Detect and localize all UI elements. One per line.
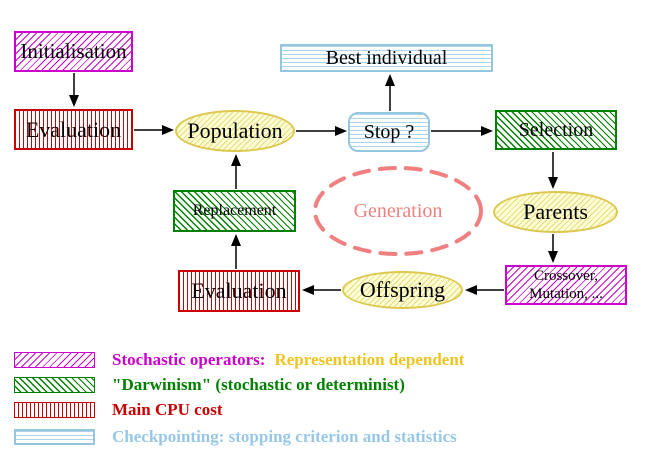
node-parents-label: Parents bbox=[523, 199, 588, 224]
legend-label-checkpointing: Checkpointing: stopping criterion and st… bbox=[112, 427, 457, 446]
node-replacement-label: Replacement bbox=[192, 202, 277, 219]
legend-label-darwinism: "Darwinism" (stochastic or determinist) bbox=[112, 375, 405, 394]
node-replacement: Replacement bbox=[173, 190, 296, 232]
node-population-label: Population bbox=[187, 118, 283, 143]
legend-label-representation-dependent: Representation dependent bbox=[274, 350, 465, 369]
node-best-individual: Best individual bbox=[280, 44, 493, 72]
crossover-line1: Crossover, bbox=[534, 268, 598, 284]
node-crossover-mutation-label: Crossover, Mutation, ... bbox=[529, 267, 603, 303]
node-initialisation-label: Initialisation bbox=[20, 39, 127, 63]
node-crossover-mutation: Crossover, Mutation, ... bbox=[505, 265, 627, 305]
node-stop-label: Stop ? bbox=[363, 120, 415, 143]
node-selection: Selection bbox=[495, 110, 617, 150]
node-evaluation-bottom: Evaluation bbox=[178, 270, 300, 312]
crossover-line2: Mutation, ... bbox=[529, 286, 603, 302]
node-evaluation-bottom-label: Evaluation bbox=[191, 278, 287, 303]
node-evaluation-top-label: Evaluation bbox=[25, 116, 122, 142]
legend-label-main-cpu-cost: Main CPU cost bbox=[112, 400, 223, 419]
generation-dashed-ellipse bbox=[313, 166, 483, 256]
node-offspring: Offspring bbox=[342, 271, 463, 309]
legend-swatch-cyan-lines bbox=[14, 429, 95, 445]
node-parents: Parents bbox=[493, 191, 618, 233]
node-generation: Generation bbox=[315, 197, 481, 225]
node-population: Population bbox=[175, 110, 295, 152]
node-best-individual-label: Best individual bbox=[325, 46, 448, 69]
legend-row-checkpointing: Checkpointing: stopping criterion and st… bbox=[14, 427, 457, 447]
legend-swatch-green-hatch bbox=[14, 377, 95, 393]
flow-arrows bbox=[69, 73, 558, 295]
legend-text-stochastic: Stochastic operators: Representation depe… bbox=[112, 350, 464, 370]
node-evaluation-top: Evaluation bbox=[14, 109, 133, 150]
legend-swatch-magenta-hatch bbox=[14, 352, 95, 368]
node-selection-label: Selection bbox=[518, 118, 594, 141]
legend-row-stochastic-operators: Stochastic operators: Representation depe… bbox=[14, 350, 464, 370]
node-offspring-label: Offspring bbox=[359, 277, 446, 302]
node-stop: Stop ? bbox=[348, 112, 430, 152]
legend-swatch-red-stripes bbox=[14, 402, 95, 418]
legend-label-stochastic-operators: Stochastic operators: bbox=[112, 350, 266, 369]
node-initialisation: Initialisation bbox=[14, 31, 133, 72]
node-generation-label: Generation bbox=[353, 199, 443, 222]
legend-row-main-cpu-cost: Main CPU cost bbox=[14, 400, 222, 420]
legend-row-darwinism: "Darwinism" (stochastic or determinist) bbox=[14, 375, 405, 395]
